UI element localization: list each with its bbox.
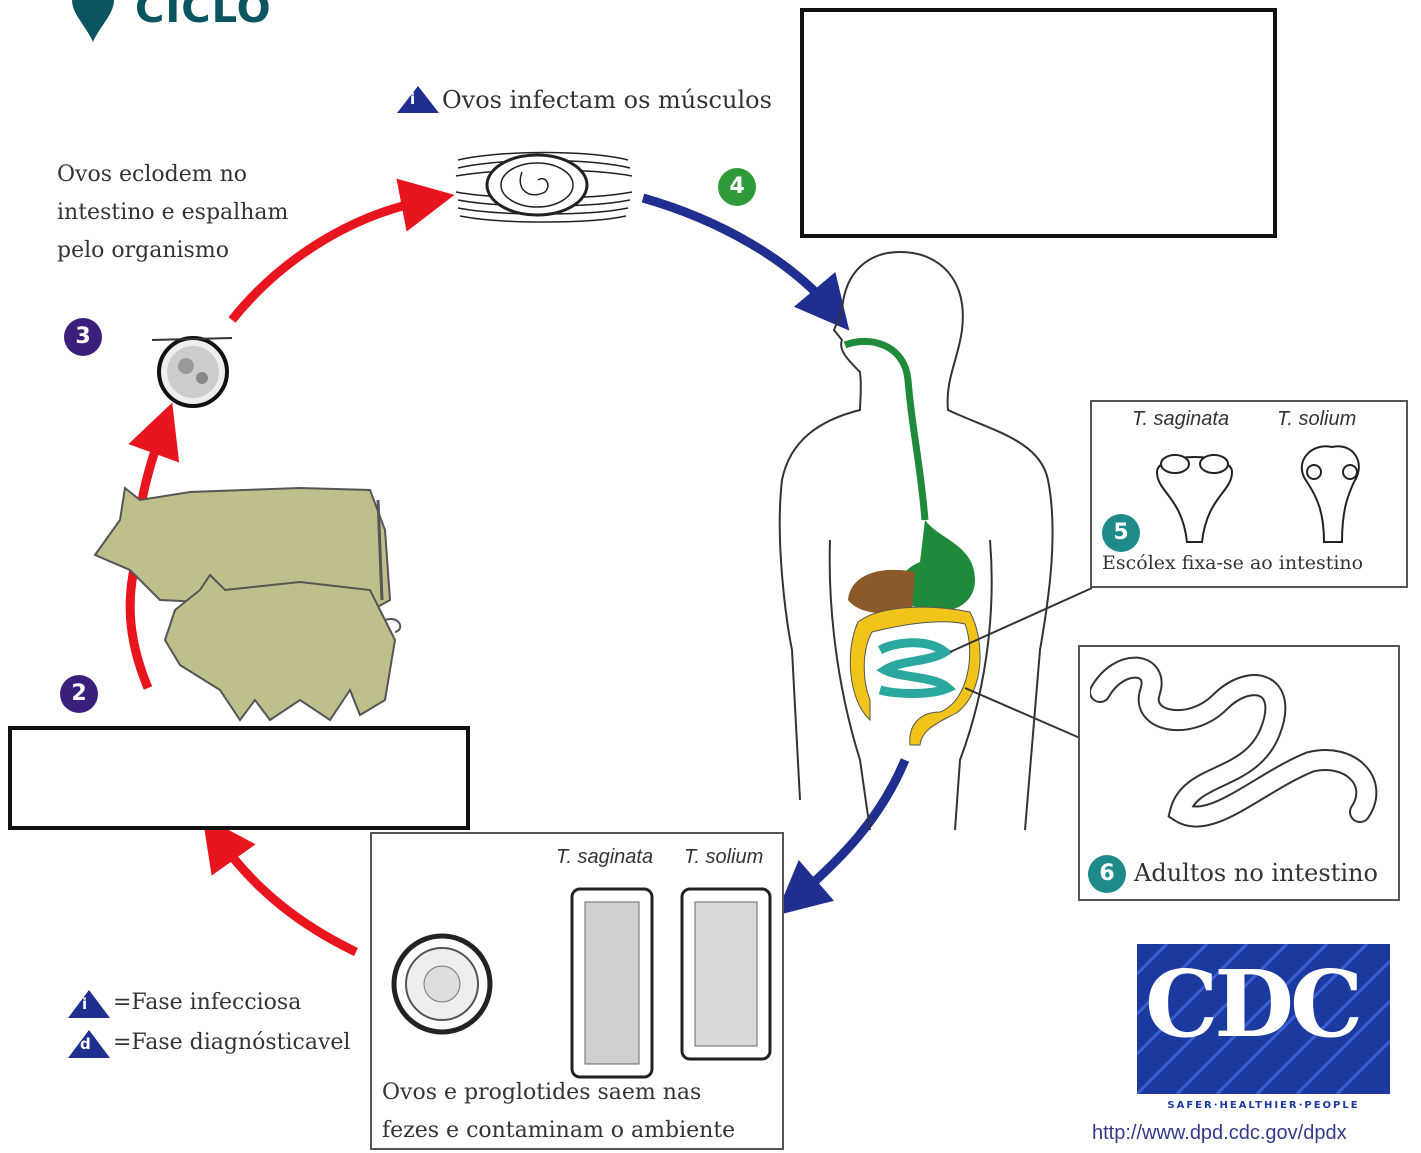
legend-infective-icon <box>68 990 110 1018</box>
cysticercus-muscle-drawing <box>456 153 632 223</box>
adults-panel: 6 Adultos no intestino <box>1078 645 1400 901</box>
label-hatch-line1: Ovos eclodem no <box>57 156 247 194</box>
cdc-url-link[interactable]: http://www.dpd.cdc.gov/dpdx <box>1092 1122 1347 1145</box>
label-infect-muscles: Ovos infectam os músculos <box>442 86 772 114</box>
infective-stage-icon <box>397 86 439 113</box>
arrow-human-to-env <box>796 760 905 898</box>
eggs-proglottids-panel: T. saginata T. solium Ovos e proglotides… <box>370 832 784 1150</box>
blank-answer-box-top <box>800 8 1277 238</box>
legend-diagnostic: =Fase diagnósticavel <box>113 1030 350 1055</box>
cdc-logo-text: CDC <box>1145 950 1359 1058</box>
cdc-logo: CDC <box>1137 944 1390 1094</box>
scolex-label-saginata: T. saginata <box>1132 408 1229 431</box>
label-hatch-line3: pelo organismo <box>57 232 229 270</box>
scolex-panel: T. saginata T. solium 5 Escólex fixa-se … <box>1090 400 1408 588</box>
page-title: CICLO <box>135 0 272 32</box>
blank-answer-box-left <box>8 726 470 830</box>
step-4-badge: 4 <box>718 168 756 206</box>
label-eggs-line2: fezes e contaminam o ambiente <box>382 1118 735 1143</box>
step-5-badge: 5 <box>1102 514 1140 552</box>
digestive-tract-drawing <box>845 341 980 745</box>
step-2-badge: 2 <box>60 675 98 713</box>
infective-badge-letter: i <box>410 90 415 108</box>
step-6-badge: 6 <box>1088 855 1126 893</box>
legend-infective-badge-letter: i <box>82 995 87 1013</box>
label-adults: Adultos no intestino <box>1134 859 1378 887</box>
arrow-env-to-animal <box>218 838 356 952</box>
location-pin-icon <box>70 0 116 46</box>
scolex-drawings <box>1142 442 1382 552</box>
proglottid-label-saginata: T. saginata <box>556 846 653 869</box>
legend-infective: =Fase infecciosa <box>113 990 301 1015</box>
oncosphere-drawing <box>152 338 232 406</box>
legend-diagnostic-badge-letter: d <box>80 1035 91 1053</box>
label-eggs-line1: Ovos e proglotides saem nas <box>382 1080 701 1105</box>
label-scolex: Escólex fixa-se ao intestino <box>1102 552 1363 574</box>
arrow-animal-to-egg <box>142 428 163 500</box>
proglottid-label-solium: T. solium <box>684 846 763 869</box>
pig-drawing <box>165 575 400 720</box>
step-3-badge: 3 <box>64 318 102 356</box>
scolex-label-solium: T. solium <box>1277 408 1356 431</box>
label-hatch-line2: intestino e espalham <box>57 194 288 232</box>
pointer-line-adults <box>965 688 1080 738</box>
cdc-tagline: SAFER·HEALTHIER·PEOPLE <box>1137 1100 1390 1111</box>
adult-tapeworm-drawing <box>1090 652 1390 852</box>
eggs-proglottids-drawing <box>387 884 777 1084</box>
